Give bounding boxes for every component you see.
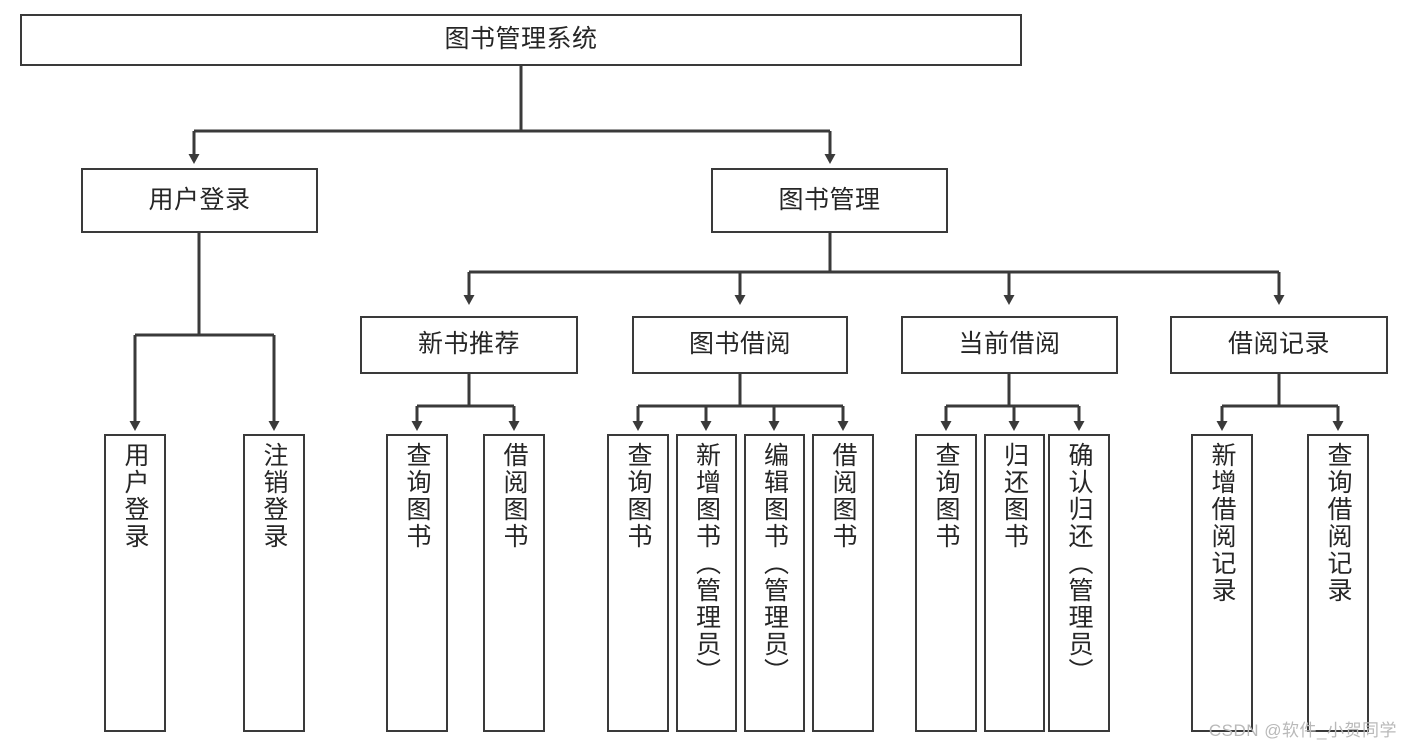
node-label: 新增借阅记录 [1208, 442, 1236, 604]
node-book-borrow[interactable]: 图书借阅 [632, 316, 848, 374]
leaf-borrow-add-book-admin[interactable]: 新增图书（管理员） [676, 434, 737, 732]
leaf-recommend-query-book[interactable]: 查询图书 [386, 434, 448, 732]
node-label: 图书管理系统 [444, 25, 598, 54]
leaf-user-logout[interactable]: 注销登录 [243, 434, 305, 732]
node-label: 查询借阅记录 [1324, 442, 1352, 604]
node-label: 用户登录 [148, 185, 251, 214]
node-borrow-record[interactable]: 借阅记录 [1170, 316, 1388, 374]
node-label: 借阅图书 [829, 442, 857, 550]
node-label: 查询图书 [932, 442, 960, 550]
node-label: 新增图书（管理员） [692, 442, 721, 685]
node-label: 借阅记录 [1227, 330, 1330, 359]
node-label: 查询图书 [403, 442, 431, 550]
node-label: 编辑图书（管理员） [760, 442, 789, 685]
leaf-user-login[interactable]: 用户登录 [104, 434, 166, 732]
leaf-borrow-query-book[interactable]: 查询图书 [607, 434, 669, 732]
leaf-current-return-book[interactable]: 归还图书 [984, 434, 1045, 732]
watermark-credit: CSDN @软件_小贺同学 [1208, 721, 1397, 740]
node-current-borrow[interactable]: 当前借阅 [901, 316, 1118, 374]
leaf-borrow-edit-book-admin[interactable]: 编辑图书（管理员） [744, 434, 805, 732]
leaf-current-query-book[interactable]: 查询图书 [915, 434, 977, 732]
node-user-login[interactable]: 用户登录 [81, 168, 318, 233]
node-label: 注销登录 [260, 442, 288, 550]
node-new-book-recommend[interactable]: 新书推荐 [360, 316, 578, 374]
node-label: 图书借阅 [688, 330, 791, 359]
leaf-borrow-borrow-book[interactable]: 借阅图书 [812, 434, 874, 732]
leaf-recommend-borrow-book[interactable]: 借阅图书 [483, 434, 545, 732]
leaf-current-confirm-return-admin[interactable]: 确认归还（管理员） [1048, 434, 1110, 732]
node-label: 归还图书 [1000, 442, 1029, 550]
node-label: 借阅图书 [500, 442, 528, 550]
node-label: 当前借阅 [958, 330, 1061, 359]
node-label: 图书管理 [778, 185, 881, 214]
leaf-record-query-borrow-record[interactable]: 查询借阅记录 [1307, 434, 1369, 732]
node-root-system[interactable]: 图书管理系统 [20, 14, 1022, 66]
node-label: 查询图书 [624, 442, 652, 550]
leaf-record-add-borrow-record[interactable]: 新增借阅记录 [1191, 434, 1253, 732]
node-book-management[interactable]: 图书管理 [711, 168, 948, 233]
node-label: 新书推荐 [417, 330, 520, 359]
node-label: 确认归还（管理员） [1065, 442, 1093, 685]
node-label: 用户登录 [121, 442, 149, 550]
